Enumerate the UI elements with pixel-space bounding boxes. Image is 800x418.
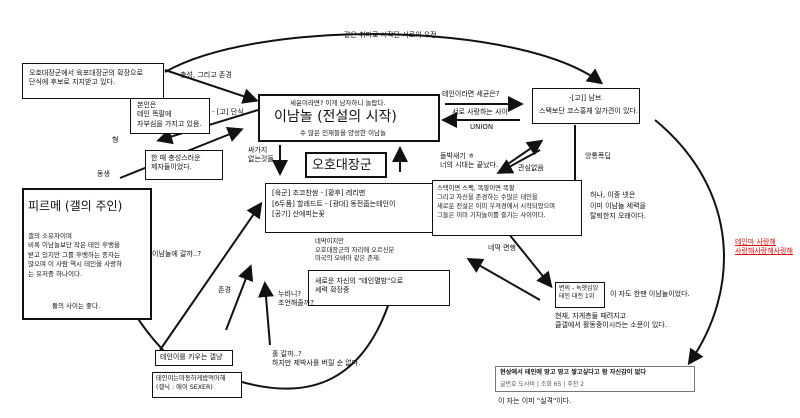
tein-champion-text: 변의 - 녹엣심잉 테인 대전 1위 <box>559 285 599 301</box>
hyung-label: 형 <box>112 136 119 144</box>
gwansim-label: 관심없음 <box>518 164 544 172</box>
hol-gga-label: 홀 갈까..? 하지만 제박사를 버릴 순 없다. <box>272 350 361 368</box>
grow-sub-text: 테인이는마동하게밥먹어해 (갤닉 : 에이 SEXER) <box>156 375 226 391</box>
post-meta: 글번호 도사비 | 조회 65 | 추천 2 <box>500 381 585 388</box>
loyal-text: 한 때 충성스러운 제자들이었다. <box>151 154 201 172</box>
sekil-desc: 스택보단 코스홍체 일가견이 있다. <box>539 107 639 115</box>
post-footer: 이 자는 이미 "실격"이다. <box>498 397 572 405</box>
inamnol-box: 세윤이라면? 이게 남자하니 놀랍다. 이남놀 (전설의 시작) 수 많은 인재… <box>258 94 440 142</box>
loyal-box: 한 때 충성스러운 제자들이었다. <box>145 150 223 180</box>
pirme-box: 피르메 (갤의 주인) 갤의 소유자이며 비록 이남놀보단 작은 테인 후뱅을 … <box>22 188 152 320</box>
tein-q-label: 테인이라면 세균은? <box>442 90 500 98</box>
love-side-label: 서로 사랑하는 사이 <box>452 108 508 116</box>
pirme-footer: 둘의 사이는 좋다. <box>52 302 101 310</box>
nubinya-label: 누비니? 조언해줄까? <box>278 290 314 308</box>
sekil-name: -[고]] 남브 <box>569 94 602 102</box>
tein-love-text: 스택이면 스펙, 똑팔이면 똑팔 그리고 자신을 존경하는 수많은 테인을 새로… <box>437 185 556 220</box>
sekil-box: -[고]] 남브 스택보단 코스홍체 일가견이 있다. <box>532 88 640 124</box>
inamnol-bottom: 수 많은 인재들을 양성한 이남놀 <box>300 129 387 137</box>
post-title: 현상에서 테인에 땅고 땅고 쌓고싶다고 함 자신감이 없다 <box>500 369 647 376</box>
right-desc: 허나, 이중 넷은 이미 이남놀 세력을 탈퇴한지 오래이다. <box>590 191 646 220</box>
post-preview[interactable]: 현상에서 테인에 땅고 땅고 쌓고싶다고 함 자신감이 없다 글번호 도사비 |… <box>495 366 695 392</box>
mainnam-side-text: - [고] 단식 <box>212 108 244 116</box>
pirme-title: 피르메 (갤의 주인) <box>28 199 123 213</box>
inamnol-top: 세윤이라면? 이게 남자하니 놀랍다. <box>290 99 386 107</box>
tein-love-box: 스택이면 스펙, 똑팔이면 똑팔 그리고 자신을 존경하는 수많은 테인을 새로… <box>432 180 582 236</box>
oho-support-text: 오호대장군에서 육포대장군의 확장으로 단식에 후보로 지지받고 있다. <box>29 69 143 87</box>
oho-title: 오호대장군 <box>312 158 372 173</box>
red-note: 테인마 사랑해 사랑해사랑해사랑해 <box>735 238 793 256</box>
inam-gal-label: 이남놀에 갈까..? <box>152 250 202 258</box>
mainnam-box: 본인은 테인 똑팔에 자부심을 가지고 있음. <box>130 98 210 134</box>
members-text: [육군] 조코찬쌈 - [황후] 레리맨 [6두품] 할래드트 - [광대] 동… <box>272 189 396 218</box>
grow-text: 테인이를 키우는 갤냥 <box>160 353 223 361</box>
grow-box: 테인이를 키우는 갤냥 <box>155 350 233 366</box>
ssaga-label: 싸가지 없는것들 <box>248 146 274 164</box>
union-label: UNION <box>470 123 494 131</box>
ahngpok-label: 앙통폭딥 <box>585 152 611 160</box>
oho-support-box: 오호대장군에서 육포대장군의 확장으로 단식에 후보로 지지받고 있다. <box>22 63 164 99</box>
new-legend-box: 새로운 자신의 "테인멸밤"으로 세력 확장중 <box>308 270 450 306</box>
dolbak-label: 돌박새기 ㅎ 너의 시대는 끝났다. <box>440 152 499 170</box>
tein-champion-box: 변의 - 녹엣심잉 테인 대전 1위 <box>555 282 605 308</box>
pirme-body: 갤의 소유자이며 비록 이남놀보단 작은 테인 후뱅을 받고 있지만 그를 후뱅… <box>28 232 123 278</box>
inamnol-title: 이남놀 (전설의 시작) <box>274 109 397 125</box>
dongsaeng-label: 동생 <box>97 170 110 178</box>
grow-sub-box: 테인이는마동하게밥먹어해 (갤닉 : 에이 SEXER) <box>152 372 242 398</box>
jongyeong-label: 존경 <box>218 286 231 294</box>
top-arc-label: 같은 취미로 시작된 서로의 우정 <box>344 31 437 39</box>
respect-label: 충성, 그리고 존경 <box>180 71 232 79</box>
nedak-label: 네딱 면행 <box>488 244 516 252</box>
mainnam-text: 본인은 테인 똑팔에 자부심을 가지고 있음. <box>137 101 202 128</box>
new-legend-text: 새로운 자신의 "테인멸밤"으로 세력 확장중 <box>315 277 404 295</box>
oho-box: 오호대장군 <box>305 152 387 178</box>
tein-champion-side: 이 자도 한땐 이남놀이었다. <box>610 290 690 298</box>
new-legend-above: 네딱이지만 오호대장군의 자리에 오르신분 미국의 오바마 같은 존재. <box>315 238 395 262</box>
current-text: 현재, 자게층들 때려지고 클갤에서 활동중이시라는 소문이 있다. <box>555 312 667 330</box>
members-box: [육군] 조코찬쌈 - [황후] 레리맨 [6두품] 할래드트 - [광대] 동… <box>265 183 433 233</box>
